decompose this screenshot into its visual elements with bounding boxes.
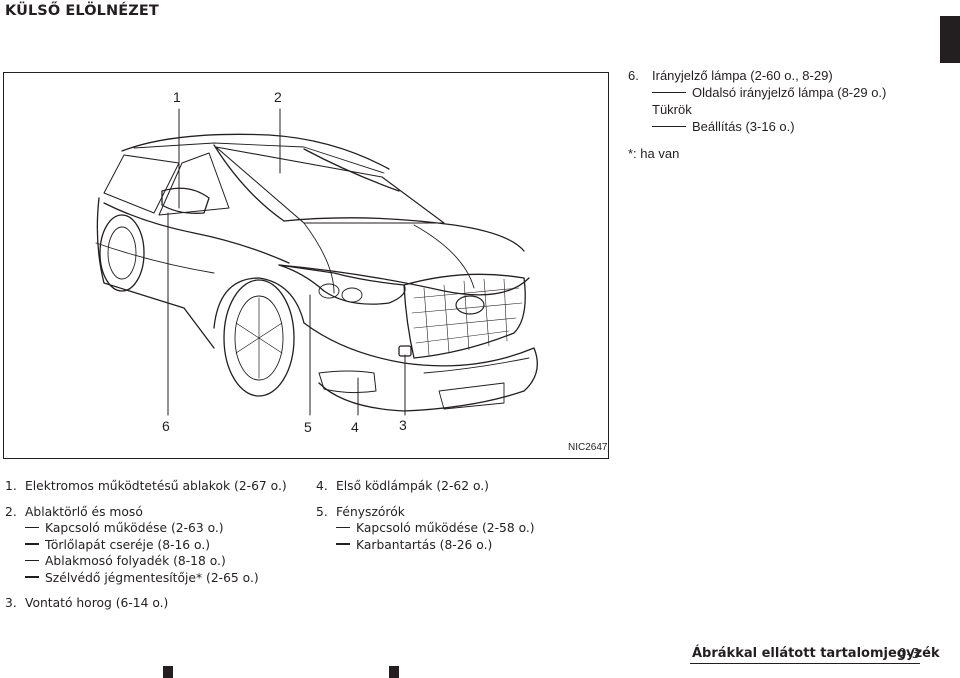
item-2-number: 2. xyxy=(5,504,17,519)
item-3-number: 3. xyxy=(5,596,17,610)
list-right: 4.Első ködlámpák (2-62 o.) 5.Fényszórók … xyxy=(316,478,535,562)
footnote-optional: *: ha van xyxy=(628,146,680,161)
item-4-title: Első ködlámpák (2-62 o.) xyxy=(336,479,489,493)
callout-6: 6 xyxy=(162,418,170,434)
crop-mark-right xyxy=(389,666,399,678)
dash-icon xyxy=(25,576,39,578)
section-thumb-tab xyxy=(940,16,960,63)
item-5-sub-2: Karbantartás (8-26 o.) xyxy=(356,537,493,552)
item-6-line-2: Tükrök xyxy=(652,102,692,117)
item-6-title: Irányjelző lámpa (2-60 o., 8-29) xyxy=(652,68,833,83)
footer-title: Ábrákkal ellátott tartalomjegyzék xyxy=(692,646,940,661)
dash-icon xyxy=(336,526,350,529)
item-6-block: 6. Irányjelző lámpa (2-60 o., 8-29) Oldal… xyxy=(628,67,886,162)
list-left: 1. Elektromos működtetésű ablakok (2-67 o… xyxy=(5,478,287,621)
page-number: 0-3 xyxy=(898,646,921,662)
footer-rule xyxy=(690,663,920,665)
item-1-title: Elektromos működtetésű ablakok (2-67 o.) xyxy=(25,479,287,493)
item-2-title: Ablaktörlő és mosó xyxy=(25,504,143,519)
item-2-sub-1: Kapcsoló működése (2-63 o.) xyxy=(45,521,224,535)
dash-icon xyxy=(25,559,39,562)
figure-code: NIC2647 xyxy=(568,442,608,453)
dash-icon xyxy=(652,125,686,128)
dash-icon xyxy=(25,526,39,529)
dash-icon xyxy=(652,91,686,94)
item-3-title: Vontató horog (6-14 o.) xyxy=(25,596,169,610)
callout-1: 1 xyxy=(173,89,181,105)
item-5-sub-1: Kapcsoló működése (2-58 o.) xyxy=(356,521,535,535)
item-5-number: 5. xyxy=(316,504,328,519)
item-2-sub-3: Ablakmosó folyadék (8-18 o.) xyxy=(45,554,226,568)
callout-5: 5 xyxy=(304,419,312,435)
page-heading: KÜLSŐ ELÖLNÉZET xyxy=(5,3,159,19)
callout-3: 3 xyxy=(399,417,407,433)
car-front-view-illustration xyxy=(95,108,538,416)
callout-4: 4 xyxy=(351,419,359,435)
item-6-sub-2: Beállítás (3-16 o.) xyxy=(692,119,795,134)
car-illustration-frame: 1 2 6 5 4 3 NIC2647 xyxy=(3,72,609,459)
dash-icon xyxy=(336,543,350,545)
crop-mark-left xyxy=(163,666,173,678)
dash-icon xyxy=(25,543,39,545)
item-2-sub-2: Törlőlapát cseréje (8-16 o.) xyxy=(45,537,211,552)
item-6-sub-1: Oldalsó irányjelző lámpa (8-29 o.) xyxy=(692,85,887,100)
item-5-title: Fényszórók xyxy=(336,504,405,519)
item-6-number: 6. xyxy=(628,68,639,83)
item-1-number: 1. xyxy=(5,479,17,493)
callout-2: 2 xyxy=(274,89,282,105)
item-2-sub-4: Szélvédő jégmentesítője* (2-65 o.) xyxy=(45,570,259,585)
item-4-number: 4. xyxy=(316,479,328,493)
